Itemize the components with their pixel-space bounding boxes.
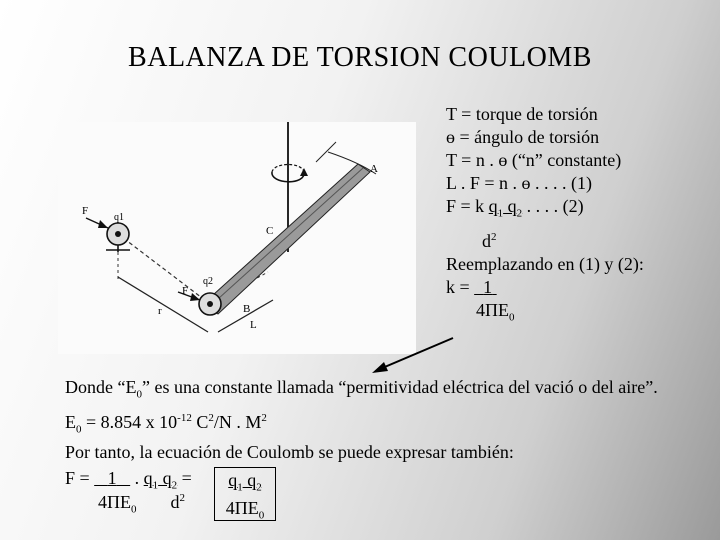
torsion-balance-diagram: A B C F F q1 q2 r L: [82, 122, 378, 333]
t1-c: ” es una constante llamada “permitividad…: [141, 377, 658, 397]
t2-a: E: [65, 411, 76, 432]
final-numerator-row: F = 1 . q1 q2 =: [65, 468, 192, 492]
final-q1: q: [143, 468, 153, 488]
page-title: BALANZA DE TORSION COULOMB: [128, 42, 592, 73]
t2-c: = 8.854 x 10: [81, 411, 178, 432]
final-q1-sub: 1: [152, 479, 159, 492]
eq-line-9: 4ПE0: [446, 299, 644, 330]
text-line-3: Por tanto, la ecuación de Coulomb se pue…: [65, 442, 514, 463]
final-q2: q: [158, 468, 172, 488]
label-c: C: [266, 225, 273, 237]
eq5-prefix: F = k: [446, 196, 489, 216]
final-boxed-result: q1 q2 4ПE0: [214, 467, 276, 521]
final-num-q: q1 q2: [143, 468, 178, 492]
t2-exp2: 2: [208, 411, 214, 424]
t1-a: Donde “E: [65, 377, 137, 397]
box-q1: q: [228, 470, 238, 490]
label-f2: F: [182, 285, 188, 297]
label-q2: q2: [203, 276, 213, 287]
t2-sub: 0: [76, 423, 82, 436]
text-line-2: E0 = 8.854 x 10-12 C2/N . M2: [65, 407, 658, 442]
final-f: F =: [65, 468, 95, 488]
label-l: L: [250, 319, 257, 331]
final-den1-a: 4ПE: [98, 492, 131, 512]
final-one: 1: [107, 468, 117, 488]
final-num-one: 1: [94, 468, 130, 488]
eq5-q1: q: [488, 196, 498, 216]
box-den-a: 4ПE: [225, 497, 259, 518]
eq5-numerator: q1 q2: [488, 196, 523, 220]
final-dot: .: [130, 468, 144, 488]
eq5-q1-sub: 1: [497, 207, 504, 220]
final-den2-exp: 2: [179, 492, 186, 504]
explanation-text: Donde “E0” es una constante llamada “per…: [65, 376, 658, 464]
eq-line-3: T = n . ɵ (“n” constante): [446, 150, 622, 170]
final-q2-sub: 2: [171, 479, 178, 492]
eq-line-4: L . F = n . ɵ . . . . (1): [446, 173, 592, 193]
box-q2-sub: 2: [256, 481, 262, 494]
t2-g: /N . M: [213, 411, 262, 432]
eq-line-5: F = k q1 q2 . . . . (2): [446, 195, 644, 226]
final-den1-sub: 0: [131, 503, 137, 516]
eq-line-1: T = torque de torsión: [446, 104, 598, 124]
t2-e: C: [191, 411, 209, 432]
box-denominator: 4ПE0: [215, 498, 275, 526]
box-q1-sub: 1: [237, 481, 243, 494]
eq8-one: 1: [483, 276, 493, 297]
final-den2-a: d: [170, 492, 180, 512]
label-a: A: [370, 163, 378, 175]
label-q1: q1: [114, 212, 124, 223]
eq8-prefix: k =: [446, 276, 475, 297]
t2-exp: -12: [177, 411, 192, 424]
box-numerator: q1 q2: [215, 470, 275, 498]
final-den1: 4ПE0: [65, 492, 137, 516]
label-r: r: [158, 305, 162, 317]
eq9-den-sub: 0: [509, 311, 515, 324]
eq-line-7: Reemplazando en (1) y (2):: [446, 253, 644, 274]
text-line-1: Donde “E0” es una constante llamada “per…: [65, 376, 658, 407]
eq5-suffix: . . . . (2): [522, 196, 584, 216]
final-den2: d2: [137, 492, 186, 512]
t1-sub: 0: [136, 388, 142, 401]
label-b: B: [243, 303, 250, 315]
box-q2: q: [242, 470, 257, 490]
eq-line-8: k = 1: [446, 276, 644, 299]
eq9-den: 4ПE: [476, 299, 509, 320]
t2-exp3: 2: [261, 411, 267, 424]
eq8-numerator: 1: [474, 277, 497, 297]
eq-line-6: d2: [446, 226, 644, 253]
eq5-q2-sub: 2: [516, 207, 523, 220]
eq6-exp: 2: [491, 230, 497, 243]
torsion-balance-figure: A B C F F q1 q2 r L: [58, 122, 416, 354]
final-eq: =: [177, 468, 192, 488]
eq-line-2: ɵ = ángulo de torsión: [446, 127, 600, 147]
label-f1: F: [82, 205, 88, 217]
eq6-d: d: [482, 230, 491, 251]
equations-block: T = torque de torsión ɵ = ángulo de tors…: [446, 103, 644, 329]
box-den-sub: 0: [258, 509, 265, 522]
eq5-q2: q: [503, 196, 517, 216]
